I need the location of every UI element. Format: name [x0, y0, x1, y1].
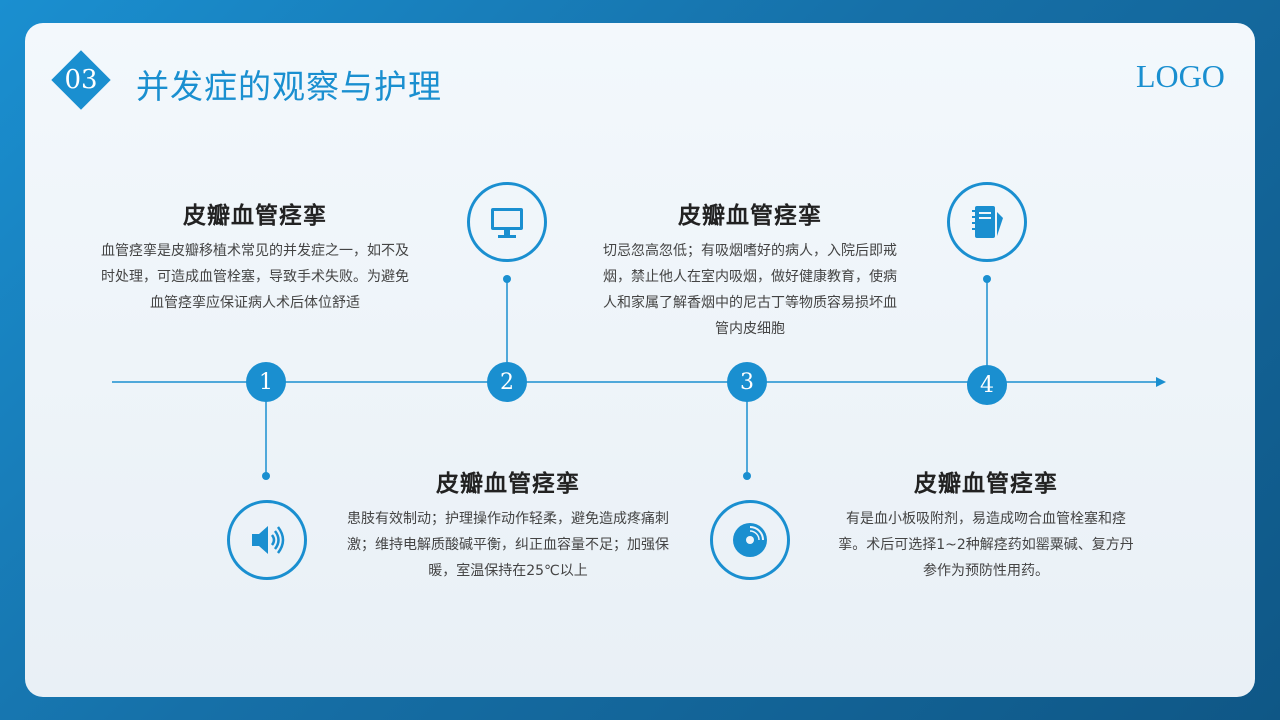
step-3-title: 皮瓣血管痉挛 — [678, 203, 822, 229]
notebook-icon — [947, 182, 1027, 262]
connector-dot-1 — [262, 472, 270, 480]
step-2-text: 患肢有效制动；护理操作动作轻柔，避免造成疼痛刺激；维持电解质酸碱平衡，纠正血容量… — [347, 511, 669, 579]
timeline-node-4[interactable]: 4 — [967, 365, 1007, 405]
step-2-title: 皮瓣血管痉挛 — [436, 471, 580, 497]
step-3-block: 皮瓣血管痉挛 切忌忽高忽低；有吸烟嗜好的病人，入院后即戒烟，禁止他人在室内吸烟，… — [600, 196, 900, 342]
step-4-block: 皮瓣血管痉挛 有是血小板吸附剂，易造成吻合血管栓塞和痉挛。术后可选择1~2种解痉… — [836, 464, 1136, 584]
slide-card — [25, 23, 1255, 697]
connector-dot-3 — [743, 472, 751, 480]
step-1-title: 皮瓣血管痉挛 — [183, 203, 327, 229]
page-title: 并发症的观察与护理 — [136, 67, 442, 106]
connector-dot-4 — [983, 275, 991, 283]
timeline-node-1[interactable]: 1 — [246, 362, 286, 402]
logo: LOGO — [1136, 58, 1225, 94]
step-2-block: 皮瓣血管痉挛 患肢有效制动；护理操作动作轻柔，避免造成疼痛刺激；维持电解质酸碱平… — [338, 464, 678, 584]
timeline-node-2[interactable]: 2 — [487, 362, 527, 402]
disc-icon — [710, 500, 790, 580]
step-4-text: 有是血小板吸附剂，易造成吻合血管栓塞和痉挛。术后可选择1~2种解痉药如罂粟碱、复… — [838, 511, 1134, 579]
connector-dot-2 — [503, 275, 511, 283]
monitor-icon — [467, 182, 547, 262]
speaker-icon — [227, 500, 307, 580]
step-1-text: 血管痉挛是皮瓣移植术常见的并发症之一，如不及时处理，可造成血管栓塞，导致手术失败… — [101, 243, 409, 311]
badge-number: 03 — [64, 65, 98, 95]
step-3-text: 切忌忽高忽低；有吸烟嗜好的病人，入院后即戒烟，禁止他人在室内吸烟，做好健康教育，… — [603, 243, 897, 337]
section-badge: 03 — [51, 50, 111, 110]
timeline-node-3[interactable]: 3 — [727, 362, 767, 402]
step-4-title: 皮瓣血管痉挛 — [914, 471, 1058, 497]
timeline-arrowhead — [1156, 377, 1166, 387]
step-1-block: 皮瓣血管痉挛 血管痉挛是皮瓣移植术常见的并发症之一，如不及时处理，可造成血管栓塞… — [100, 196, 410, 316]
